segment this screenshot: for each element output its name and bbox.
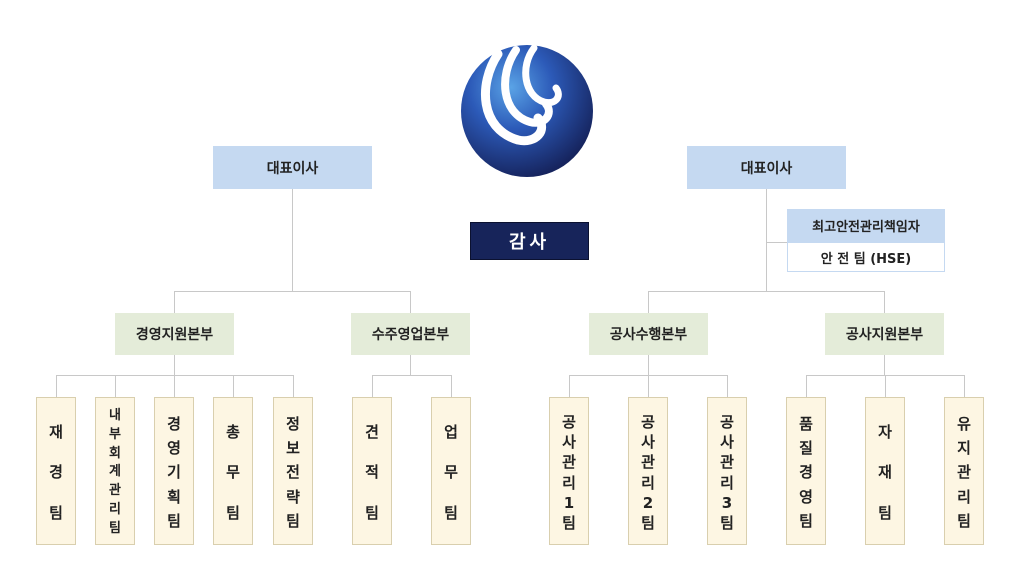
- division-box: 공사지원본부: [825, 313, 944, 355]
- connector: [292, 189, 293, 292]
- connector: [884, 291, 885, 313]
- connector: [648, 375, 649, 397]
- safety-team-label: 안 전 팀 (HSE): [820, 251, 912, 267]
- connector: [115, 375, 116, 397]
- right-ceo-box: 대표이사: [687, 146, 846, 189]
- connector: [174, 355, 175, 375]
- audit-label: 감사: [508, 232, 551, 253]
- company-logo: [458, 44, 596, 178]
- connector: [174, 291, 411, 292]
- safety-officer-box: 최고안전관리책임자: [787, 209, 945, 242]
- division-label: 공사수행본부: [609, 327, 688, 343]
- division-label: 공사지원본부: [845, 327, 924, 343]
- connector: [766, 242, 787, 243]
- connector: [806, 375, 807, 397]
- left-ceo-box: 대표이사: [213, 146, 372, 189]
- connector: [174, 291, 175, 313]
- connector: [885, 375, 886, 397]
- connector: [964, 375, 965, 397]
- division-box: 수주영업본부: [351, 313, 470, 355]
- connector: [648, 291, 885, 292]
- connector: [727, 375, 728, 397]
- division-label: 수주영업본부: [371, 327, 450, 343]
- connector: [569, 375, 570, 397]
- connector: [451, 375, 452, 397]
- connector: [372, 375, 373, 397]
- connector: [174, 375, 175, 397]
- division-label: 경영지원본부: [135, 327, 214, 343]
- safety-team-box: 안 전 팀 (HSE): [787, 242, 945, 272]
- right-ceo-label: 대표이사: [740, 160, 793, 177]
- connector: [884, 355, 885, 375]
- connector: [56, 375, 294, 376]
- connector: [56, 375, 57, 397]
- connector: [233, 375, 234, 397]
- audit-box: 감사: [470, 222, 589, 260]
- safety-officer-label: 최고안전관리책임자: [812, 220, 920, 235]
- connector: [648, 355, 649, 375]
- connector: [372, 375, 452, 376]
- company-logo-swirl-icon: [461, 44, 593, 177]
- connector: [648, 291, 649, 313]
- connector: [293, 375, 294, 397]
- connector: [766, 189, 767, 292]
- connector: [410, 291, 411, 313]
- division-box: 경영지원본부: [115, 313, 234, 355]
- left-ceo-label: 대표이사: [266, 160, 319, 177]
- connector: [410, 355, 411, 375]
- division-box: 공사수행본부: [589, 313, 708, 355]
